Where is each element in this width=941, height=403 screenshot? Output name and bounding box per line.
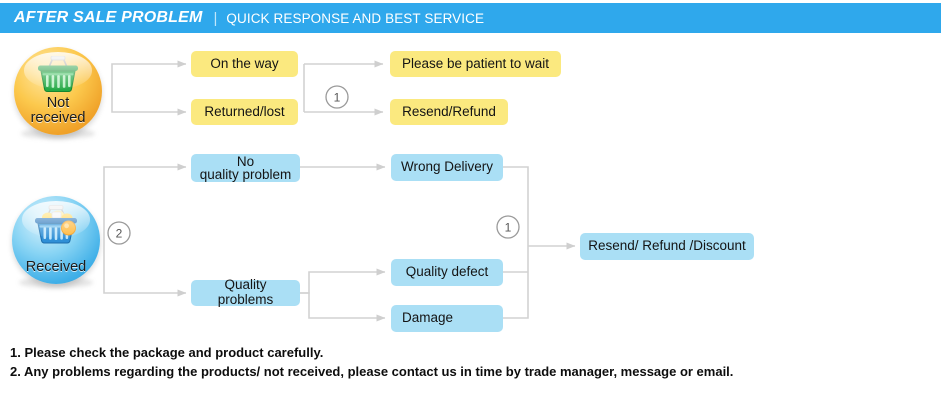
marker-1-top-label: 1 <box>334 91 341 105</box>
wire-notreceived-to-ontheway <box>111 60 187 90</box>
wire-received-to-quality-problems <box>103 233 187 297</box>
badge-not-received: Not received <box>14 47 102 135</box>
marker-2-circle <box>107 221 131 245</box>
shopping-basket-icon <box>38 56 78 92</box>
shopping-basket-filled-icon <box>35 205 77 244</box>
banner-separator: | <box>213 9 218 27</box>
footer-notes: 1. Please check the package and product … <box>10 343 930 381</box>
marker-1-bottom-label: 1 <box>505 221 512 235</box>
marker-1-top-circle <box>325 85 349 109</box>
box-no-quality-problem-line2: quality problem <box>199 167 292 182</box>
banner-title: AFTER SALE PROBLEM <box>14 9 203 26</box>
badge-received: Received <box>12 196 100 284</box>
header-banner: AFTER SALE PROBLEM | QUICK RESPONSE AND … <box>0 3 941 33</box>
marker-1-bottom-circle <box>496 215 520 239</box>
banner-subtitle: QUICK RESPONSE AND BEST SERVICE <box>226 10 485 26</box>
box-damage[interactable]: Damage <box>391 305 503 332</box>
badge-received-label: Received <box>26 260 86 275</box>
box-no-quality-problem[interactable]: No quality problem <box>191 154 300 182</box>
box-no-quality-problem-line1: No <box>236 153 255 169</box>
box-quality-problems[interactable]: Quality problems <box>191 278 300 307</box>
badge-not-received-label: Not received <box>31 96 86 126</box>
box-returned-lost[interactable]: Returned/lost <box>191 99 298 125</box>
wire-received-to-no-quality-problem <box>103 163 187 233</box>
badge-label-line2: received <box>30 110 86 127</box>
footer-note-1: 1. Please check the package and product … <box>10 345 324 360</box>
box-please-be-patient-to-wait[interactable]: Please be patient to wait <box>390 51 561 77</box>
box-resend-refund[interactable]: Resend/Refund <box>390 99 508 125</box>
badge-label-line1: Received <box>25 259 87 276</box>
box-on-the-way[interactable]: On the way <box>191 51 298 77</box>
wire-bottom-merge-spine <box>503 166 529 319</box>
top-hairline <box>0 0 941 3</box>
wire-qualityproblems-to-damage <box>300 292 386 322</box>
box-wrong-delivery[interactable]: Wrong Delivery <box>391 154 503 181</box>
marker-2-label: 2 <box>116 227 123 241</box>
wire-qualityproblems-to-qualitydefect <box>300 268 386 294</box>
box-quality-defect[interactable]: Quality defect <box>391 259 503 286</box>
box-resend-refund-discount[interactable]: Resend/ Refund /Discount <box>580 233 754 260</box>
footer-note-2: 2. Any problems regarding the products/ … <box>10 364 734 379</box>
wire-notreceived-to-returnedlost <box>111 90 187 116</box>
badge-label-line1: Not <box>46 95 70 112</box>
